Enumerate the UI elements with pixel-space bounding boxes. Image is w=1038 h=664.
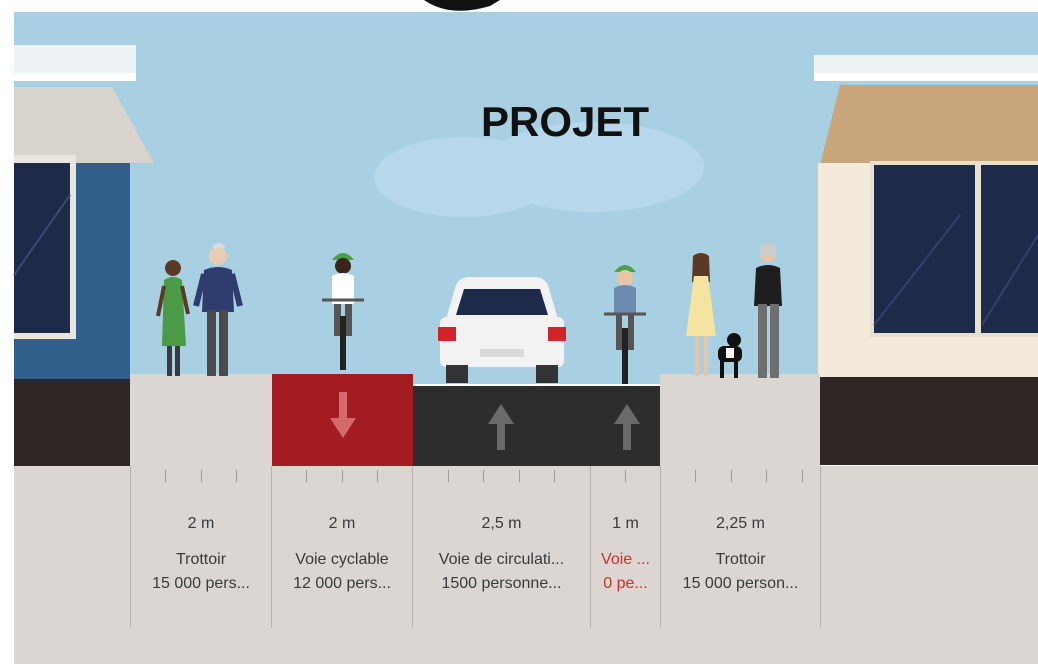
ruler-tick <box>625 470 626 482</box>
segment-name-warning: Voie ... <box>601 551 650 568</box>
building-left <box>13 45 154 467</box>
sidewalk-left <box>130 374 272 468</box>
segment-name: Trottoir <box>715 551 766 568</box>
segment-bike-lane-labels[interactable]: 2 m Voie cyclable 12 000 pers... <box>272 512 412 596</box>
ruler-tick <box>165 470 166 482</box>
child-cyclist-icon <box>604 265 646 384</box>
arrow-down-icon <box>330 392 356 438</box>
segment-name: Voie cyclable <box>295 551 389 568</box>
segment-divider <box>660 466 661 628</box>
ruler-tick <box>483 470 484 482</box>
segment-divider <box>590 466 591 628</box>
ruler-tick <box>342 470 343 482</box>
ruler-tick <box>201 470 202 482</box>
cloud <box>484 122 704 212</box>
ruler-tick <box>306 470 307 482</box>
measurement-area <box>14 466 1038 664</box>
page-title: PROJET <box>480 98 650 145</box>
segment-capacity: 12 000 pers... <box>293 575 391 592</box>
ruler-tick <box>802 470 803 482</box>
segment-capacity: 15 000 pers... <box>152 575 250 592</box>
segment-width: 2 m <box>187 515 215 532</box>
car-icon <box>438 277 566 383</box>
ruler-tick <box>448 470 449 482</box>
cyclist-icon <box>322 253 364 370</box>
ruler-tick <box>519 470 520 482</box>
segment-capacity: 15 000 person... <box>682 575 799 592</box>
building-right <box>814 55 1038 465</box>
segment-divider <box>412 466 413 628</box>
segment-traffic-lane-labels[interactable]: 2,5 m Voie de circulati... 1500 personne… <box>413 512 590 596</box>
dog-icon <box>718 333 742 378</box>
ruler-tick <box>695 470 696 482</box>
ruler-tick <box>731 470 732 482</box>
segment-capacity-warning: 0 pe... <box>603 575 648 592</box>
segment-sidewalk-right-labels[interactable]: 2,25 m Trottoir 15 000 person... <box>661 512 820 596</box>
road-surface <box>413 386 660 467</box>
arrow-up-icon <box>614 404 640 450</box>
segment-divider <box>820 466 821 628</box>
ruler-tick <box>766 470 767 482</box>
segment-narrow-lane-labels[interactable]: 1 m Voie ... 0 pe... <box>591 512 660 596</box>
pedestrian-woman-dress-icon <box>686 253 716 376</box>
segment-name: Voie de circulati... <box>438 551 565 568</box>
segment-width: 2 m <box>328 515 356 532</box>
ruler-tick <box>377 470 378 482</box>
segment-name: Trottoir <box>175 551 227 568</box>
ruler-tick <box>554 470 555 482</box>
segment-divider <box>130 466 131 628</box>
pedestrian-woman-icon <box>156 260 190 376</box>
segment-sidewalk-left-labels[interactable]: 2 m Trottoir 15 000 pers... <box>132 512 270 596</box>
ruler-tick <box>236 470 237 482</box>
arrow-up-icon <box>488 404 514 450</box>
segment-capacity: 1500 personne... <box>441 575 562 592</box>
sidewalk-right <box>660 374 820 468</box>
segment-width: 2,5 m <box>481 515 522 532</box>
segment-width: 2,25 m <box>716 515 765 532</box>
segment-width: 1 m <box>612 515 639 532</box>
segment-divider <box>271 466 272 628</box>
pedestrian-elderly-man-icon <box>193 243 243 376</box>
top-shape-fragment <box>424 0 500 11</box>
pedestrian-man-icon <box>754 243 782 378</box>
